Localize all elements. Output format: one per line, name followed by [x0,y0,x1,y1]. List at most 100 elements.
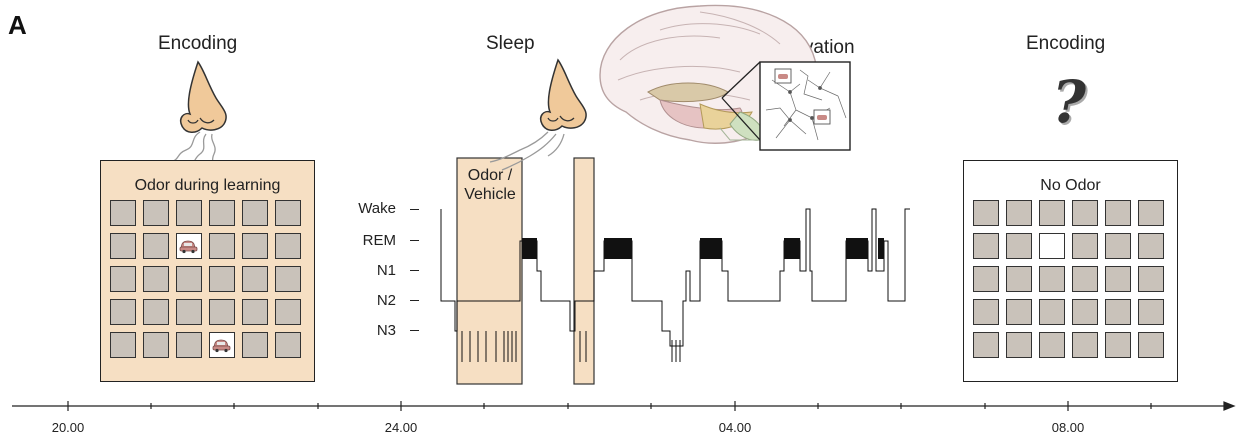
heading-sleep: Sleep [486,33,535,54]
grid-card [1105,332,1131,358]
stage-tick [410,209,419,210]
grid-card [143,332,169,358]
stage-tick [410,240,419,241]
question-mark-icon: ? [1052,68,1086,136]
time-label: 24.00 [384,420,418,435]
stage-tick [410,300,419,301]
grid-card [242,299,268,325]
grid-card [1105,233,1131,259]
nose-icon [539,58,587,131]
heading-encoding-left: Encoding [158,33,238,54]
hypnogram-trace [440,208,910,347]
grid-card [1006,200,1032,226]
grid-card [973,200,999,226]
stage-label-n2: N2 [376,292,396,309]
car-icon [212,339,231,353]
rem-block [700,238,722,259]
nose-icon [179,60,227,133]
grid-card [1072,200,1098,226]
grid-card [176,200,202,226]
grid-card [1072,332,1098,358]
rem-block [604,238,632,259]
grid-card [973,266,999,292]
grid-card [143,233,169,259]
grid-card [973,233,999,259]
grid-card [176,299,202,325]
grid-card [176,266,202,292]
grid-card [242,233,268,259]
grid-card [110,266,136,292]
grid-card [1105,266,1131,292]
grid-card [1072,299,1098,325]
stage-label-rem: REM [362,232,396,249]
zoom-line [721,61,761,99]
grid-card [209,266,235,292]
time-axis [12,401,1236,411]
grid-card [1006,332,1032,358]
grid-card [275,299,301,325]
grid-card [176,332,202,358]
grid-card [242,200,268,226]
left-grid-title: Odor during learning [134,177,281,194]
grid-card [143,299,169,325]
grid-card [1039,266,1065,292]
zoom-line [721,97,761,141]
grid-card [1072,266,1098,292]
grid-card [275,200,301,226]
grid-card [1138,332,1164,358]
heading-encoding-right: Encoding [1026,33,1106,54]
odor-period-box-2 [573,157,595,385]
time-label: 08.00 [1051,420,1085,435]
right-memory-grid [973,200,1164,358]
grid-card [1105,299,1131,325]
car-icon [774,68,792,84]
odor-label-line2: Vehicle [464,186,516,203]
grid-card [1039,200,1065,226]
grid-card [1138,233,1164,259]
right-memory-grid-panel: No Odor [963,160,1178,382]
grid-card [1105,200,1131,226]
stage-label-n1: N1 [376,262,396,279]
rem-block [784,238,800,259]
grid-card [1006,299,1032,325]
grid-card [1006,233,1032,259]
grid-card [242,332,268,358]
grid-card [1138,266,1164,292]
left-memory-grid [110,200,301,358]
stage-tick [410,330,419,331]
left-memory-grid-panel: Odor during learning [100,160,315,382]
time-label: 04.00 [718,420,752,435]
grid-card [209,299,235,325]
time-label: 20.00 [51,420,85,435]
grid-card [242,266,268,292]
grid-card [1039,299,1065,325]
grid-card [209,200,235,226]
grid-card [110,332,136,358]
rem-block [878,238,884,259]
grid-card [275,266,301,292]
grid-card [143,266,169,292]
grid-card [275,233,301,259]
grid-card-car [176,233,202,259]
odor-period-box-1 [456,157,523,385]
right-grid-title: No Odor [1040,177,1101,194]
grid-card [1006,266,1032,292]
grid-card [143,200,169,226]
odor-wave-icon [489,131,565,171]
grid-card [973,332,999,358]
grid-card [1138,200,1164,226]
hypnogram [440,208,910,362]
grid-card [110,299,136,325]
grid-card [110,200,136,226]
grid-card-empty [1039,233,1065,259]
stage-label-n3: N3 [376,322,396,339]
car-icon [179,240,198,254]
grid-card [209,233,235,259]
odor-label-line1: Odor / [467,167,513,184]
grid-card [1072,233,1098,259]
rem-block [846,238,868,259]
grid-card [1039,332,1065,358]
neuron-inset-icon [759,61,851,151]
n3-spikes [461,331,681,362]
